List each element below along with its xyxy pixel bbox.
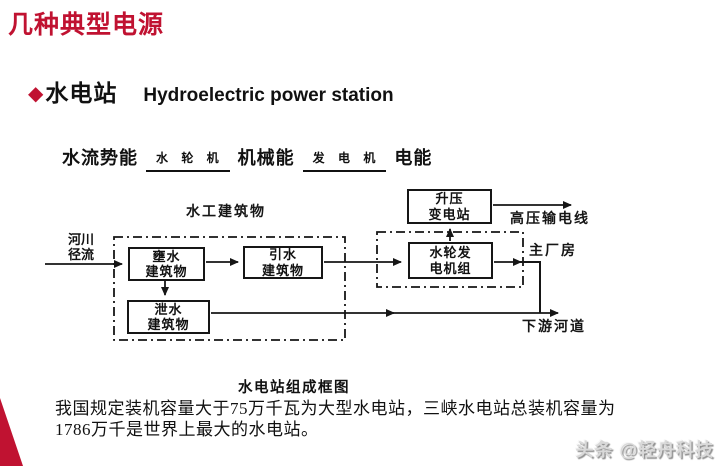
turbine-converter-label: 水 轮 机 — [146, 149, 230, 172]
section-title-en: Hydroelectric power station — [143, 85, 394, 106]
section-title-zh: 水电站 — [45, 80, 118, 106]
corner-wedge-decoration — [0, 398, 23, 466]
diagram-caption: 水电站组成框图 — [238, 380, 350, 396]
river-inflow-line2: 径流 — [67, 246, 94, 262]
diversion-line2: 建筑物 — [261, 262, 304, 278]
energy-output-label: 电能 — [394, 148, 433, 168]
energy-mid-label: 机械能 — [237, 148, 295, 168]
damming-line2: 建筑物 — [145, 264, 188, 279]
section-heading: ◆ 水电站 Hydroelectric power station — [28, 74, 394, 108]
discharge-structure-box: 泄水 建筑物 — [127, 300, 210, 334]
turbine-generator-box: 水轮发 电机组 — [408, 242, 493, 279]
hydraulic-group-label: 水工建筑物 — [186, 203, 266, 219]
damming-structure-box: 壅水 建筑物 — [128, 247, 205, 281]
hv-line-label: 高压输电线 — [510, 210, 590, 226]
body-text-line2: 1786万千是世界上最大的水电站。 — [55, 420, 319, 439]
diversion-line1: 引水 — [268, 247, 297, 263]
substation-line2: 变电站 — [428, 206, 471, 222]
diamond-bullet-icon: ◆ — [28, 83, 44, 105]
turbine-line1: 水轮发 — [429, 245, 472, 261]
damming-line1: 壅水 — [152, 248, 181, 264]
substation-box: 升压 变电站 — [407, 189, 492, 224]
discharge-line2: 建筑物 — [147, 317, 190, 332]
energy-input-label: 水流势能 — [62, 148, 138, 168]
river-inflow-line1: 河川 — [67, 232, 94, 247]
river-inflow-label: 河川 径流 — [58, 232, 104, 263]
diversion-structure-box: 引水 建筑物 — [243, 246, 323, 279]
generator-converter-label: 发 电 机 — [302, 149, 387, 172]
body-text-line1: 我国规定装机容量大于75万千瓦为大型水电站，三峡水电站总装机容量为 — [55, 399, 616, 418]
downstream-label: 下游河道 — [522, 318, 586, 334]
turbine-line2: 电机组 — [429, 260, 472, 276]
page-title: 几种典型电源 — [8, 11, 165, 39]
energy-conversion-row: 水流势能 水 轮 机 机械能 发 电 机 电能 — [62, 144, 432, 174]
discharge-line1: 泄水 — [154, 301, 183, 317]
substation-line1: 升压 — [435, 191, 464, 207]
powerhouse-label: 主厂房 — [529, 242, 577, 258]
turbine-outflow-elbow — [519, 261, 541, 313]
watermark-text: 头条 @轻舟科技 — [575, 440, 714, 460]
